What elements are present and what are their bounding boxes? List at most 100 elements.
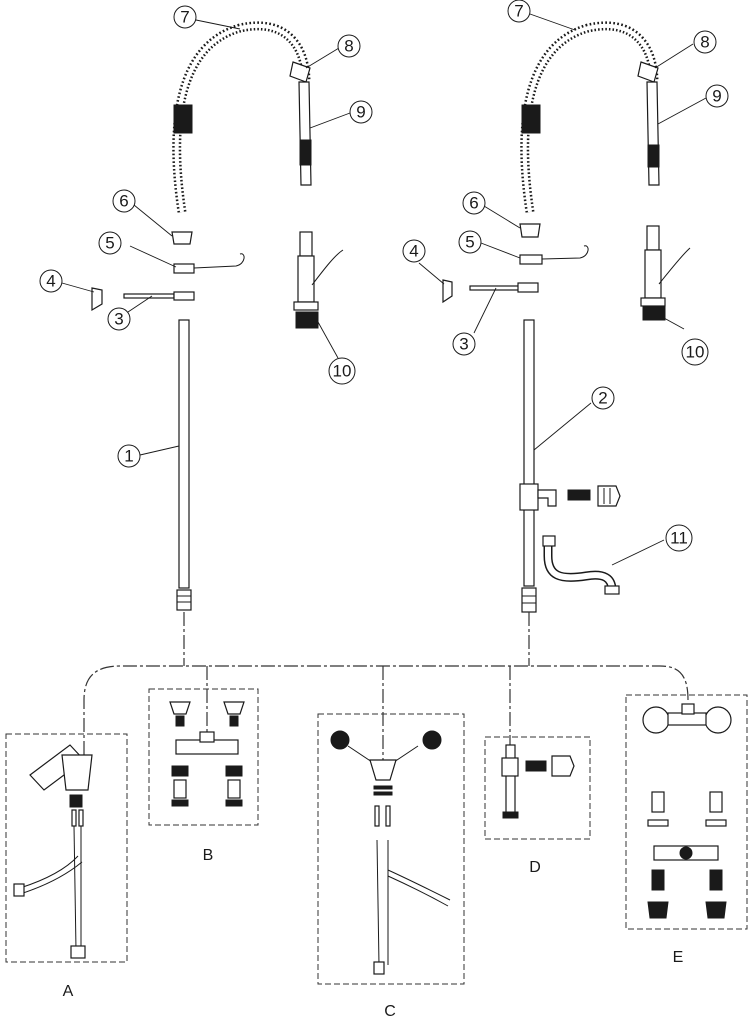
svg-text:3: 3 (114, 310, 123, 329)
callout-10-left: 10 (328, 357, 356, 385)
variant-d-cartridge (525, 760, 547, 772)
left-hook-wire (193, 253, 245, 269)
leader-lines (61, 13, 707, 566)
callout-1: 1 (117, 444, 141, 468)
variant-c-parts (330, 730, 451, 975)
variant-c-mixer-body (369, 759, 397, 781)
left-valve-body (297, 255, 315, 303)
right-valve-stem (646, 225, 660, 251)
swivel-spout-11 (542, 535, 620, 595)
variant-b-parts (169, 701, 245, 807)
variant-c-handle-left (330, 730, 350, 750)
callout-8-right: 8 (693, 30, 717, 54)
variant-b-nut-left (171, 765, 189, 777)
callout-9-left: 9 (349, 100, 373, 124)
variant-c-handle-right (422, 730, 442, 750)
callout-7-right: 7 (507, 0, 531, 23)
variant-label-c: C (384, 1003, 396, 1020)
variant-box-e (625, 694, 748, 930)
right-connector-5 (519, 254, 543, 265)
left-spray-hose (289, 61, 312, 186)
svg-text:5: 5 (465, 233, 474, 252)
callout-5-right: 5 (458, 230, 482, 254)
right-hose-tube (646, 81, 660, 186)
callout-2: 2 (591, 386, 615, 410)
right-riser-pipe-2 (519, 319, 621, 613)
left-valve-nozzle (295, 311, 319, 329)
right-valve-lever (658, 247, 691, 285)
svg-text:5: 5 (105, 234, 114, 253)
svg-text:9: 9 (356, 103, 365, 122)
variant-a-mixer-body (61, 754, 93, 791)
right-spray-hose (637, 61, 660, 186)
left-small-parts (91, 231, 245, 312)
right-cartridge (567, 489, 591, 501)
svg-text:3: 3 (459, 335, 468, 354)
svg-text:8: 8 (700, 33, 709, 52)
variant-box-b (148, 688, 259, 826)
variant-d-riser (505, 744, 516, 816)
variant-label-a: A (63, 983, 74, 1000)
callout-10-right: 10 (681, 338, 709, 366)
callout-5-left: 5 (98, 231, 122, 255)
right-pin-head-3 (517, 282, 539, 293)
variant-e-knob-right (705, 901, 727, 919)
svg-text:10: 10 (686, 343, 705, 362)
callout-4-left: 4 (39, 269, 63, 293)
variant-label-e: E (673, 949, 684, 966)
callout-6-left: 6 (112, 189, 136, 213)
right-spring-coil (520, 21, 659, 213)
callout-4-right: 4 (402, 239, 426, 263)
right-riser-tee (519, 483, 539, 511)
right-valve-body (644, 249, 662, 299)
svg-text:6: 6 (469, 194, 478, 213)
right-hose-grip (647, 144, 660, 168)
right-valve-nozzle (642, 305, 666, 321)
svg-text:4: 4 (46, 272, 55, 291)
svg-text:9: 9 (712, 87, 721, 106)
variant-e-flange-right (704, 706, 732, 734)
variant-a-parts (13, 744, 93, 959)
left-pin-head-3 (173, 291, 195, 301)
svg-text:2: 2 (598, 389, 607, 408)
variant-a-hose-3 (19, 855, 79, 889)
svg-text:11: 11 (670, 529, 688, 548)
callout-3-left: 3 (107, 307, 131, 331)
left-riser-pipe-1 (176, 319, 192, 611)
right-small-parts (442, 223, 589, 304)
variant-a-hose-1 (73, 825, 77, 951)
variant-label-b: B (203, 847, 214, 864)
variant-box-c (317, 713, 465, 985)
svg-text:8: 8 (344, 37, 353, 56)
variant-d-parts (501, 744, 575, 819)
variant-a-washer (69, 794, 83, 808)
left-valve-ring (293, 301, 319, 311)
left-riser-thread (176, 589, 192, 611)
callout-8-left: 8 (337, 34, 361, 58)
svg-text:4: 4 (409, 242, 418, 261)
variant-label-d: D (529, 859, 541, 876)
svg-text:6: 6 (119, 192, 128, 211)
right-wall-bracket-4 (442, 279, 453, 304)
variant-c-hose-1 (376, 839, 380, 966)
variant-e-knob-left (647, 901, 669, 919)
variant-e-parts (642, 703, 732, 919)
right-spring-grip (521, 104, 541, 134)
left-nut-6 (171, 231, 193, 245)
svg-text:10: 10 (333, 362, 352, 381)
right-spray-valve (640, 225, 691, 321)
variant-box-a (5, 733, 128, 963)
right-hose-clip (637, 61, 659, 83)
left-wall-bracket-4 (91, 287, 103, 312)
svg-text:7: 7 (514, 2, 523, 21)
callout-3-right: 3 (452, 332, 476, 356)
right-valve-ring (640, 297, 666, 307)
left-connector-5 (173, 263, 195, 274)
connection-centerlines (83, 612, 689, 760)
left-valve-lever (311, 249, 344, 286)
left-spring-coil (172, 21, 311, 213)
callout-7-left: 7 (173, 5, 197, 29)
right-riser-thread (521, 587, 537, 613)
